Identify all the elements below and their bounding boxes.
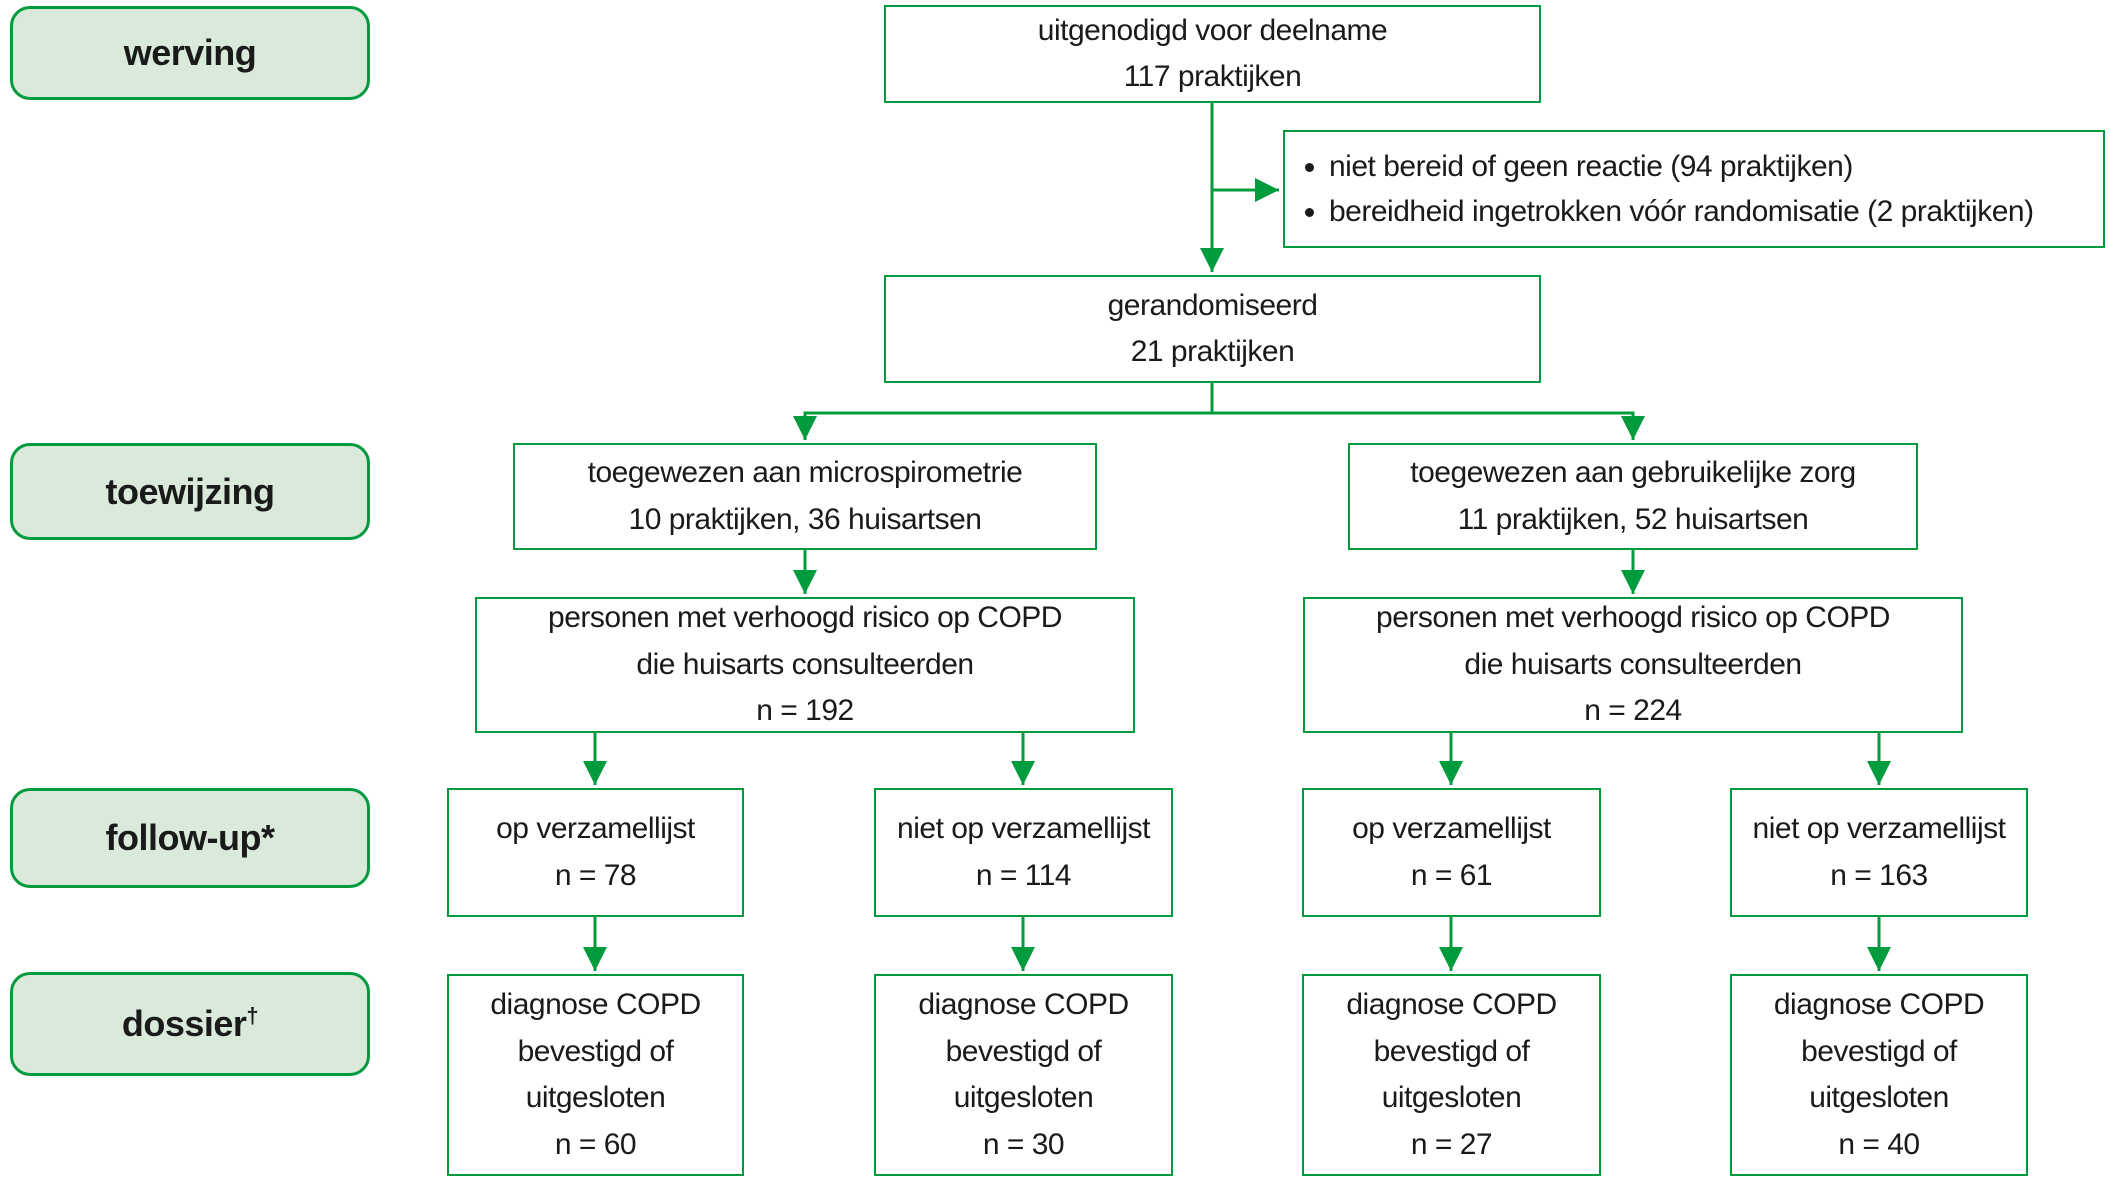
node-invited-line2: 117 praktijken: [1123, 60, 1302, 93]
node-dossier-1-line2: bevestigd of: [517, 1034, 674, 1068]
node-dossier-2-n: n = 30: [982, 1127, 1065, 1161]
node-persons-left-line1: personen met verhoogd risico op COPD: [548, 601, 1062, 635]
node-alloc-left-line2: 10 praktijken, 36 huisartsen: [628, 502, 982, 536]
node-followup-1-n: n = 78: [554, 858, 637, 892]
node-alloc-right: toegewezen aan gebruikelijke zorg 11 pra…: [1348, 443, 1918, 550]
node-followup-2-line1: niet op verzamellijst: [897, 812, 1150, 845]
node-dossier-2-line1: diagnose COPD: [918, 988, 1129, 1021]
node-dossier-4-line3: uitgesloten: [1809, 1081, 1949, 1114]
node-persons-right: personen met verhoogd risico op COPD die…: [1303, 597, 1963, 733]
node-followup-3-line1: op verzamellijst: [1352, 812, 1551, 845]
node-dossier-1-n: n = 60: [554, 1127, 637, 1161]
node-alloc-left: toegewezen aan microspirometrie 10 prakt…: [513, 443, 1097, 550]
node-followup-2: niet op verzamellijst n = 114: [874, 788, 1173, 917]
node-followup-2-n: n = 114: [975, 858, 1072, 892]
stage-label-followup-text: follow-up*: [105, 817, 275, 858]
node-persons-right-n: n = 224: [1584, 694, 1682, 728]
node-persons-right-line1: personen met verhoogd risico op COPD: [1376, 601, 1890, 635]
node-dossier-3-line1: diagnose COPD: [1346, 988, 1557, 1021]
node-dossier-3-n: n = 27: [1410, 1127, 1493, 1161]
node-persons-left: personen met verhoogd risico op COPD die…: [475, 597, 1135, 733]
connector-randomized-to-alloc-right: [1210, 383, 1645, 440]
node-invited-line1: uitgenodigd voor deelname: [1037, 13, 1388, 47]
stage-label-followup: follow-up*: [10, 788, 370, 888]
stage-label-werving-text: werving: [123, 32, 257, 73]
node-invited: uitgenodigd voor deelname 117 praktijken: [884, 5, 1541, 103]
stage-label-dossier-text: dossier: [121, 1003, 247, 1044]
stage-label-dossier: dossier†: [10, 972, 370, 1076]
node-dossier-2: diagnose COPD bevestigd of uitgesloten n…: [874, 974, 1173, 1176]
stage-label-toewijzing-text: toewijzing: [105, 470, 276, 512]
node-dossier-1: diagnose COPD bevestigd of uitgesloten n…: [447, 974, 744, 1176]
node-exclusions: niet bereid of geen reactie (94 praktijk…: [1283, 130, 2105, 248]
node-followup-1-line1: op verzamellijst: [496, 812, 695, 845]
node-persons-left-line2: die huisarts consulteerden: [636, 647, 974, 681]
node-dossier-4-n: n = 40: [1838, 1127, 1920, 1161]
node-randomized: gerandomiseerd 21 praktijken: [884, 275, 1541, 383]
node-followup-3-n: n = 61: [1410, 858, 1493, 892]
node-persons-left-n: n = 192: [756, 694, 854, 728]
node-dossier-4: diagnose COPD bevestigd of uitgesloten n…: [1730, 974, 2028, 1176]
node-alloc-right-line1: toegewezen aan gebruikelijke zorg: [1410, 456, 1856, 489]
node-dossier-1-line3: uitgesloten: [525, 1081, 666, 1114]
node-dossier-3-line2: bevestigd of: [1373, 1034, 1530, 1068]
node-dossier-2-line2: bevestigd of: [945, 1034, 1102, 1068]
node-followup-3: op verzamellijst n = 61: [1302, 788, 1601, 917]
node-persons-right-line2: die huisarts consulteerden: [1464, 647, 1802, 681]
node-followup-4-n: n = 163: [1830, 858, 1928, 892]
node-dossier-4-line2: bevestigd of: [1801, 1034, 1957, 1068]
stage-label-toewijzing: toewijzing: [10, 443, 370, 540]
node-dossier-3: diagnose COPD bevestigd of uitgesloten n…: [1302, 974, 1601, 1176]
node-randomized-line2: 21 praktijken: [1130, 335, 1295, 368]
connector-randomized-to-alloc-left: [793, 383, 1214, 440]
exclusions-item-1: niet bereid of geen reactie (94 praktijk…: [1329, 144, 2034, 189]
node-randomized-line1: gerandomiseerd: [1107, 288, 1318, 322]
exclusions-item-2: bereidheid ingetrokken vóór randomisatie…: [1329, 189, 2034, 234]
node-alloc-left-line1: toegewezen aan microspirometrie: [587, 456, 1023, 489]
node-dossier-3-line3: uitgesloten: [1381, 1081, 1522, 1114]
node-dossier-4-line1: diagnose COPD: [1773, 988, 1985, 1021]
node-followup-4-line1: niet op verzamellijst: [1752, 812, 2006, 845]
node-followup-1: op verzamellijst n = 78: [447, 788, 744, 917]
node-dossier-2-line3: uitgesloten: [953, 1081, 1094, 1114]
node-dossier-1-line1: diagnose COPD: [490, 988, 701, 1021]
node-followup-4: niet op verzamellijst n = 163: [1730, 788, 2028, 917]
stage-label-werving: werving: [10, 6, 370, 100]
node-alloc-right-line2: 11 praktijken, 52 huisartsen: [1457, 502, 1809, 536]
exclusions-list: niet bereid of geen reactie (94 praktijk…: [1285, 144, 2044, 234]
